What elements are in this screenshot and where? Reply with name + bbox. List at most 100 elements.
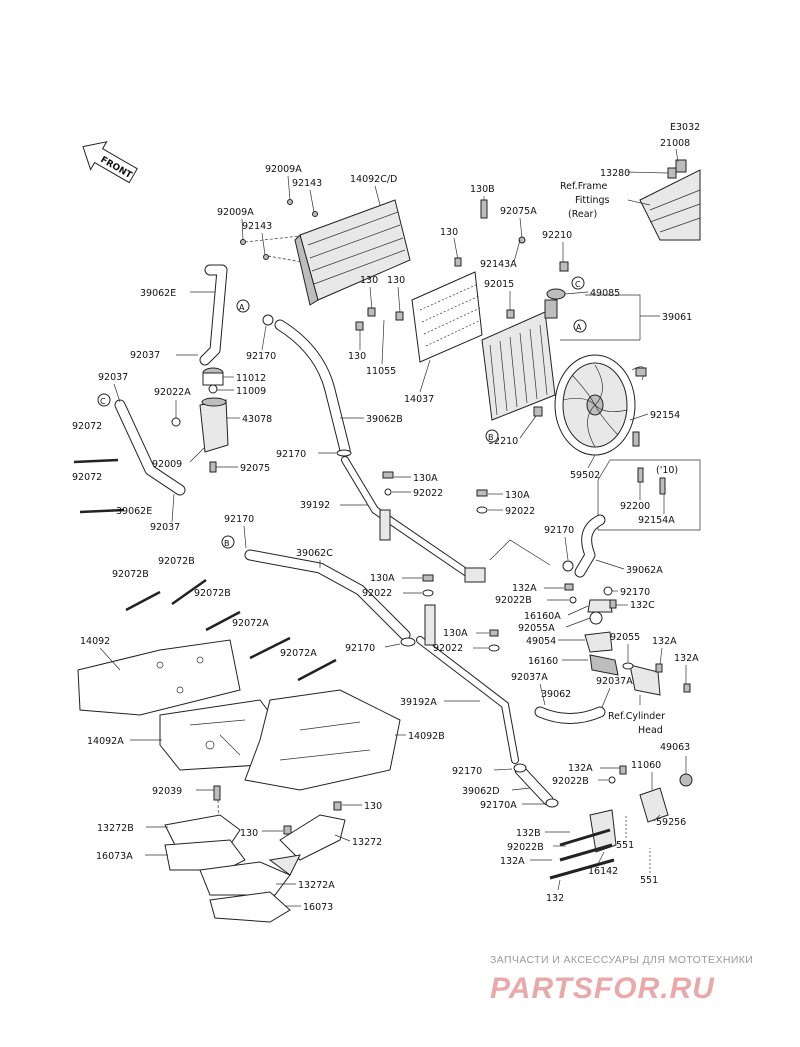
part-14037: 14037 bbox=[404, 394, 434, 405]
part-92154A: 92154A bbox=[638, 515, 675, 526]
part-92210-1: 92210 bbox=[542, 230, 572, 241]
part-11009: 11009 bbox=[236, 386, 266, 397]
tie-wrap-92072B-2 bbox=[171, 578, 207, 606]
part-130-f: 130 bbox=[240, 828, 258, 839]
part-92072B-2: 92072B bbox=[158, 556, 195, 567]
part-92143-1: 92143 bbox=[292, 178, 322, 189]
part-132A-2: 132A bbox=[652, 636, 677, 647]
tie-wrap-92072A-2 bbox=[297, 658, 337, 682]
part-92170-6: 92170 bbox=[345, 643, 375, 654]
part-92022-1: 92022 bbox=[413, 488, 443, 499]
thermostat-housing-illustration bbox=[584, 599, 661, 696]
part-49063: 49063 bbox=[660, 742, 690, 753]
part-92037-3: 92037 bbox=[150, 522, 180, 533]
year-note: ('10) bbox=[656, 465, 678, 476]
part-92022-4: 92022 bbox=[433, 643, 463, 654]
part-92072-1: 92072 bbox=[72, 421, 102, 432]
part-92022B-1: 92022B bbox=[495, 595, 532, 606]
reserve-tank-illustration bbox=[199, 367, 229, 453]
part-92170-3: 92170 bbox=[544, 525, 574, 536]
part-130-e: 130 bbox=[364, 801, 382, 812]
part-92072A-1: 92072A bbox=[232, 618, 269, 629]
part-13280: 13280 bbox=[600, 168, 630, 179]
part-13272B: 13272B bbox=[97, 823, 134, 834]
part-92037A-2: 92037A bbox=[596, 676, 633, 687]
part-39062D: 39062D bbox=[462, 786, 500, 797]
watermark-logo: PARTSFOR.RU bbox=[490, 972, 715, 1005]
part-43078: 43078 bbox=[242, 414, 272, 425]
water-pump-illustration bbox=[549, 773, 693, 880]
part-130A-2: 130A bbox=[505, 490, 530, 501]
ref-cylinder-line1: Ref.Cylinder bbox=[608, 711, 665, 722]
part-92170-1: 92170 bbox=[246, 351, 276, 362]
part-92072B-1: 92072B bbox=[112, 569, 149, 580]
part-132: 132 bbox=[546, 893, 564, 904]
part-92072-2: 92072 bbox=[72, 472, 102, 483]
part-39062E-1: 39062E bbox=[140, 288, 176, 299]
tie-wrap-92072A-1 bbox=[249, 636, 291, 660]
part-92072A-2: 92072A bbox=[280, 648, 317, 659]
guard-13272B bbox=[164, 814, 241, 846]
upper-radiator-hose bbox=[274, 319, 351, 456]
part-39192A: 39192A bbox=[400, 697, 437, 708]
ref-frame-line1: Ref.Frame bbox=[560, 181, 607, 192]
ref-frame-line3: (Rear) bbox=[568, 209, 597, 220]
part-130A-4: 130A bbox=[443, 628, 468, 639]
callout-b-radiator: B bbox=[488, 433, 494, 442]
part-16142: 16142 bbox=[588, 866, 618, 877]
part-92022-3: 92022 bbox=[362, 588, 392, 599]
part-49054: 49054 bbox=[526, 636, 556, 647]
part-132A-4: 132A bbox=[568, 763, 593, 774]
part-16160: 16160 bbox=[528, 656, 558, 667]
part-39062B: 39062B bbox=[366, 414, 403, 425]
part-59256: 59256 bbox=[656, 817, 686, 828]
part-14092CD: 14092C/D bbox=[350, 174, 397, 185]
watermark-tagline: ЗАПЧАСТИ И АКСЕССУАРЫ ДЛЯ МОТОТЕХНИКИ bbox=[490, 954, 753, 966]
part-92143A: 92143A bbox=[480, 259, 517, 270]
part-16073A: 16073A bbox=[96, 851, 133, 862]
part-130-a: 130 bbox=[440, 227, 458, 238]
part-92039: 92039 bbox=[152, 786, 182, 797]
part-92009: 92009 bbox=[152, 459, 182, 470]
part-92022B-3: 92022B bbox=[507, 842, 544, 853]
tie-wrap-92072B-3 bbox=[205, 610, 241, 632]
part-132A-5: 132A bbox=[500, 856, 525, 867]
part-39062A: 39062A bbox=[626, 565, 663, 576]
part-92009A-2: 92009A bbox=[217, 207, 254, 218]
cooling-fan-illustration bbox=[554, 354, 647, 456]
part-39192: 39192 bbox=[300, 500, 330, 511]
part-130A-1: 130A bbox=[413, 473, 438, 484]
callout-a-hose: A bbox=[239, 303, 245, 312]
part-14092B: 14092B bbox=[408, 731, 445, 742]
guard-16073 bbox=[209, 891, 291, 923]
part-92075A: 92075A bbox=[500, 206, 537, 217]
callout-c-radiator: C bbox=[575, 280, 581, 289]
part-92037-1: 92037 bbox=[130, 350, 160, 361]
callout-b-hose: B bbox=[224, 539, 230, 548]
radiator-screen-illustration bbox=[411, 271, 483, 363]
part-16160A: 16160A bbox=[524, 611, 561, 622]
diagram-code: E3032 bbox=[670, 122, 700, 133]
guard-13272 bbox=[268, 814, 346, 876]
radiator-illustration bbox=[481, 299, 558, 421]
part-14092A: 14092A bbox=[87, 736, 124, 747]
part-92055: 92055 bbox=[610, 632, 640, 643]
part-92170-2: 92170 bbox=[276, 449, 306, 460]
part-92022A: 92022A bbox=[154, 387, 191, 398]
part-132A-1: 132A bbox=[512, 583, 537, 594]
part-130-d: 130 bbox=[348, 351, 366, 362]
part-551-1: 551 bbox=[616, 840, 634, 851]
part-39062E-2: 39062E bbox=[116, 506, 152, 517]
radiator-shroud-illustration bbox=[294, 199, 411, 306]
ref-frame-line2: Fittings bbox=[575, 195, 610, 206]
part-92143-2: 92143 bbox=[242, 221, 272, 232]
part-92200: 92200 bbox=[620, 501, 650, 512]
part-21008: 21008 bbox=[660, 138, 690, 149]
tie-wrap-92072B-1 bbox=[125, 590, 161, 612]
part-11012: 11012 bbox=[236, 373, 266, 384]
part-16073: 16073 bbox=[303, 902, 333, 913]
part-132C: 132C bbox=[630, 600, 655, 611]
part-13272A: 13272A bbox=[298, 880, 335, 891]
part-92009A-1: 92009A bbox=[265, 164, 302, 175]
